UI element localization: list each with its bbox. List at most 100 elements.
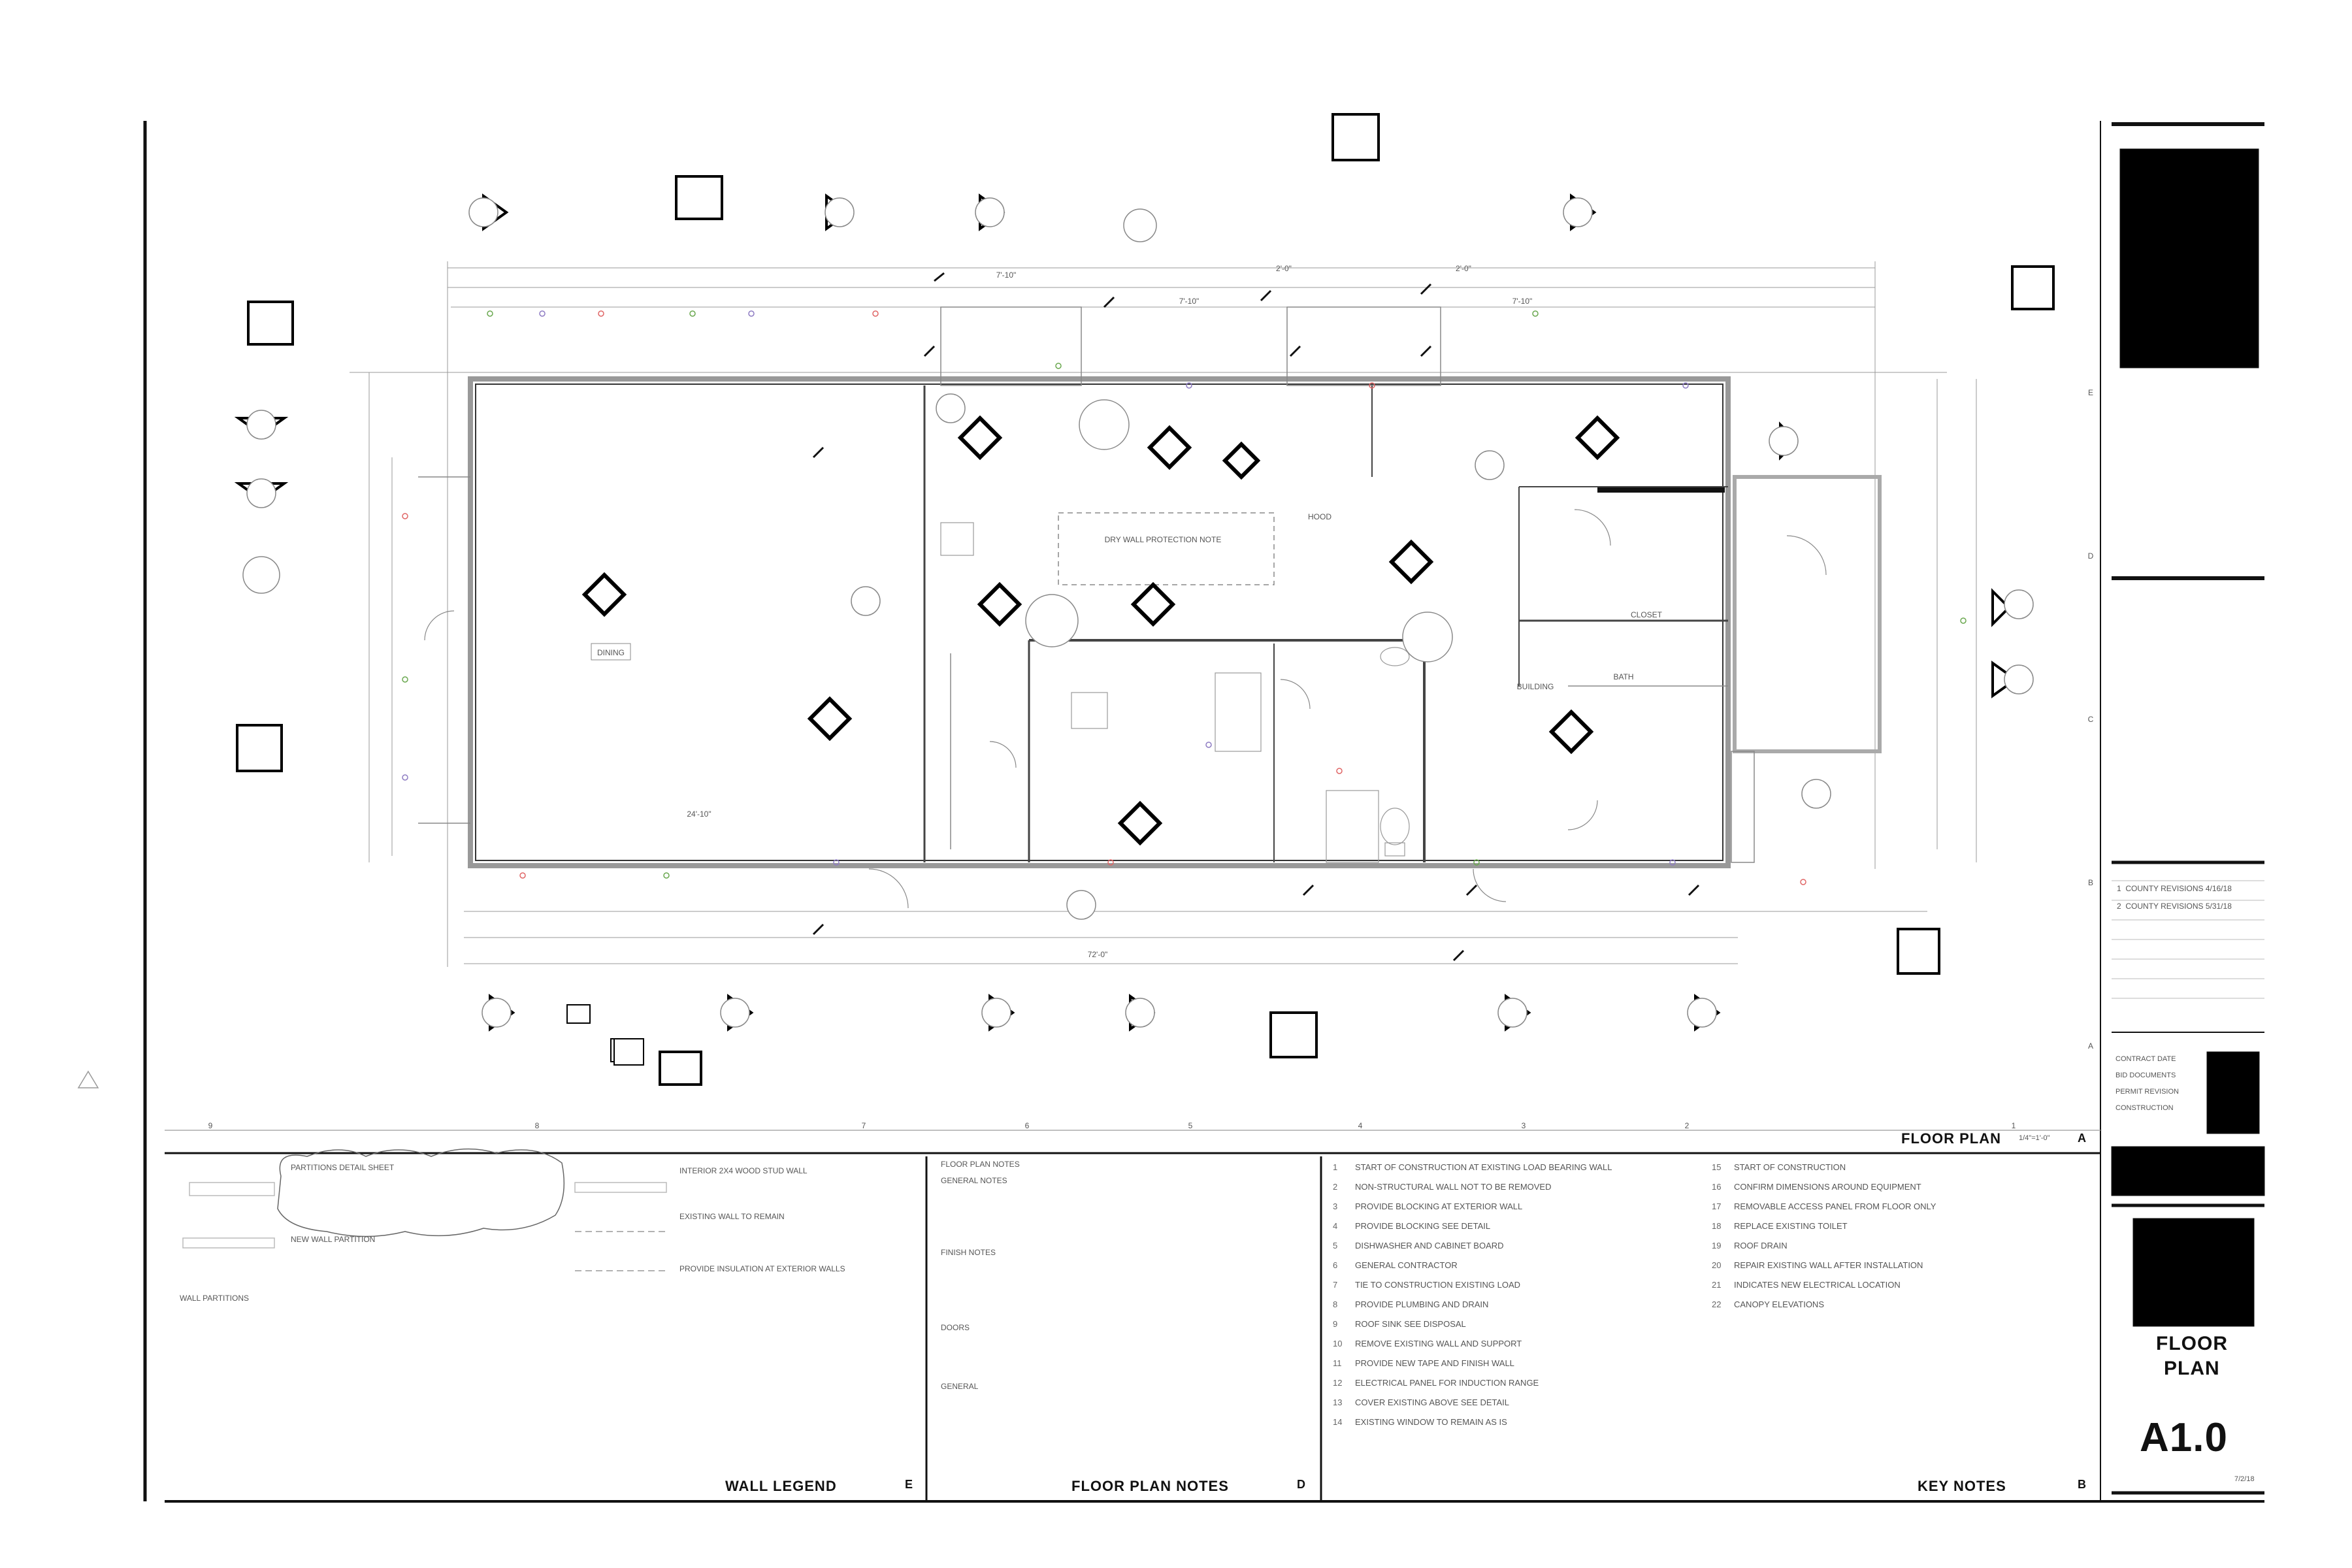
title-block: [2111, 122, 2265, 1495]
revision-row: 1 COUNTY REVISIONS 4/16/18: [2117, 884, 2232, 893]
dimension-labels: 7'-10" 2'-0" 7'-10" 7'-10" 2'-0" 72'-0" …: [687, 264, 1532, 959]
wall-legend-item: NEW WALL PARTITION: [291, 1235, 376, 1244]
contact-line: BID DOCUMENTS: [2115, 1071, 2176, 1079]
wall-legend-item: INTERIOR 2X4 WOOD STUD WALL: [679, 1166, 808, 1175]
room-label: BATH: [1613, 672, 1633, 681]
wall-legend-heading: WALL PARTITIONS: [180, 1294, 250, 1303]
grid-label: 2: [1685, 1121, 1690, 1130]
revision-row: 2 COUNTY REVISIONS 5/31/18: [2117, 902, 2232, 911]
floor-plan-notes-section: FINISH NOTES: [941, 1248, 996, 1257]
floor-plan-title: FLOOR PLAN: [1901, 1130, 2001, 1147]
grid-label: 5: [1188, 1121, 1193, 1130]
room-label: CLOSET: [1631, 610, 1663, 619]
contact-line: CONSTRUCTION: [2115, 1104, 2174, 1112]
section-bubbles: [242, 197, 2034, 1028]
floor-plan-ref: A: [2078, 1132, 2087, 1145]
dimension-label: 7'-10": [1179, 297, 1200, 306]
building-outline: [418, 306, 1882, 868]
drawing-scale: 1/4"=1'-0": [2019, 1134, 2050, 1142]
wall-legend-ref: E: [905, 1478, 914, 1491]
grid-label: A: [2088, 1041, 2093, 1051]
sheet-name-line1: FLOOR: [2156, 1333, 2228, 1354]
dimension-label: 72'-0": [1088, 950, 1108, 959]
wall-legend-item: PROVIDE INSULATION AT EXTERIOR WALLS: [679, 1264, 845, 1273]
grid-label: 8: [535, 1121, 540, 1130]
dimension-ticks: [812, 272, 1700, 962]
dimension-label: 2'-0": [1276, 264, 1292, 273]
sheet-border: [143, 121, 2264, 1503]
wall-legend-item: EXISTING WALL TO REMAIN: [679, 1212, 785, 1221]
section-arrows: [234, 193, 2018, 1032]
sheet-name-line2: PLAN: [2164, 1358, 2220, 1379]
floor-plan-notes-heading: FLOOR PLAN NOTES: [941, 1160, 1020, 1169]
key-notes-ref: B: [2078, 1478, 2087, 1491]
floor-plan-notes-title: FLOOR PLAN NOTES: [1071, 1478, 1229, 1494]
grid-label: 1: [2012, 1121, 2016, 1130]
elevation-markers: [236, 113, 2055, 1086]
room-labels: DINING DRY WALL PROTECTION NOTE CLOSET H…: [591, 512, 1663, 691]
grid-label: D: [2088, 551, 2094, 561]
dimension-label: 24'-10": [687, 809, 711, 819]
contact-line: PERMIT REVISION: [2115, 1088, 2179, 1096]
dimension-lines: [350, 261, 1977, 967]
reference-marks: [402, 310, 1967, 885]
dimension-label: 7'-10": [996, 270, 1017, 280]
wall-legend-item: PARTITIONS DETAIL SHEET: [291, 1163, 395, 1172]
wall-legend-graphics: [182, 1148, 667, 1271]
contact-line: CONTRACT DATE: [2115, 1055, 2176, 1063]
grid-label: B: [2088, 878, 2093, 887]
grid-label: 9: [208, 1121, 213, 1130]
room-label: BUILDING: [1517, 682, 1554, 691]
floor-plan-notes-section: DOORS: [941, 1323, 970, 1332]
grid-label: 3: [1522, 1121, 1526, 1130]
room-label: HOOD: [1308, 512, 1331, 521]
column-grid-labels: 9 8 7 6 5 4 3 2 1: [208, 1121, 2016, 1130]
floor-plan-notes-section: GENERAL: [941, 1382, 979, 1391]
grid-label: C: [2088, 715, 2094, 724]
room-label: DINING: [597, 648, 625, 657]
dimension-label: 7'-10": [1512, 297, 1533, 306]
north-arrow-triangle: [77, 1070, 99, 1088]
sheet-number: A1.0: [2140, 1415, 2228, 1460]
key-notes-title: KEY NOTES: [1918, 1478, 2006, 1494]
wall-legend-title: WALL LEGEND: [725, 1478, 837, 1494]
floor-plan-notes-section: GENERAL NOTES: [941, 1176, 1007, 1185]
room-label: DRY WALL PROTECTION NOTE: [1105, 535, 1222, 544]
grid-label: 7: [862, 1121, 866, 1130]
section-tags: [581, 415, 1620, 846]
row-grid-labels: E D C B A: [2088, 388, 2094, 1051]
grid-label: E: [2088, 388, 2093, 397]
dimension-label: 2'-0": [1456, 264, 1471, 273]
grid-label: 4: [1358, 1121, 1363, 1130]
floor-plan-notes-ref: D: [1297, 1478, 1306, 1491]
sheet-date: 7/2/18: [2234, 1475, 2255, 1483]
door-swings: [424, 509, 1827, 909]
plumbing-fixtures: [940, 522, 1410, 863]
grid-label: 6: [1025, 1121, 1030, 1130]
